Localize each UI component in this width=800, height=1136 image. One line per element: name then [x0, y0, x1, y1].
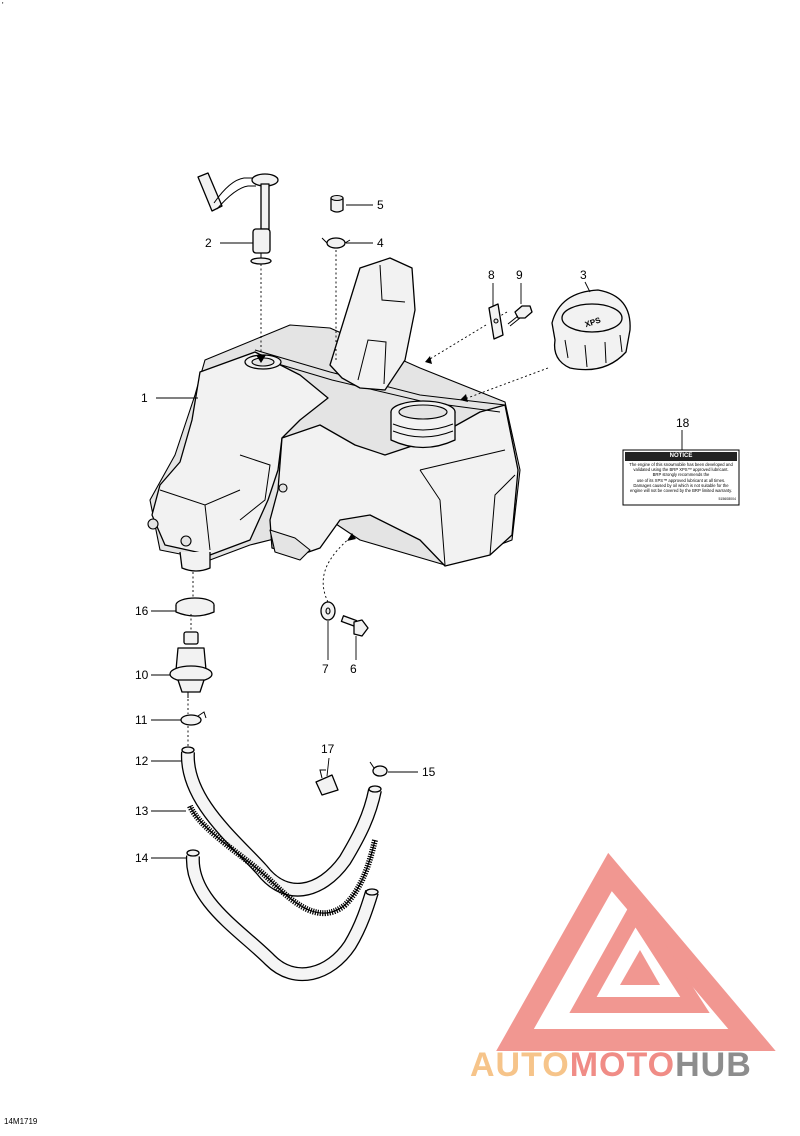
notice-line: BRP strongly recommends the	[652, 472, 710, 478]
hose-clip-17	[315, 769, 339, 796]
washer	[320, 601, 336, 621]
callout-17: 17	[321, 742, 335, 756]
filler-cap: XPS	[551, 289, 631, 371]
callout-15: 15	[422, 765, 436, 779]
oil-valve	[169, 631, 213, 698]
watermark-auto: AUTO	[470, 1046, 570, 1084]
notice-line: use of its XPS™ approved lubricant at al…	[636, 477, 726, 483]
nut-plate	[488, 303, 504, 340]
watermark-text: AUTOMOTOHUB	[470, 1046, 752, 1085]
hose-clamp-11	[180, 711, 207, 726]
watermark-hub: HUB	[675, 1046, 752, 1084]
hose-clamp-15	[369, 761, 388, 777]
oil-hose-12	[180, 746, 382, 897]
watermark-logo-mark	[496, 852, 776, 1051]
notice-line: Damages caused by oil which is not suita…	[633, 482, 729, 488]
callout-7: 7	[322, 662, 329, 676]
spring-guard-13	[187, 804, 378, 917]
callout-8: 8	[488, 268, 495, 282]
callout-18: 18	[676, 416, 690, 430]
watermark-moto: MOTO	[569, 1046, 676, 1084]
callout-1: 1	[141, 391, 148, 405]
callout-13: 13	[135, 804, 149, 818]
callout-9: 9	[516, 268, 523, 282]
notice-line: The engine of this snowmobile has been d…	[629, 462, 733, 467]
callout-5: 5	[377, 198, 384, 212]
callout-16: 16	[135, 604, 149, 618]
notice-line: validated using the BRP XPS™ approved lu…	[633, 467, 729, 473]
assembly-lines	[187, 250, 549, 746]
notice-text: The engine of this snowmobile has been d…	[625, 462, 737, 493]
callout-3: 3	[580, 268, 587, 282]
screw-9	[507, 305, 533, 327]
hose-clamp-16	[175, 597, 215, 617]
callout-6: 6	[350, 662, 357, 676]
leader-lines	[151, 204, 683, 859]
level-sensor	[197, 172, 279, 265]
callout-12: 12	[135, 754, 149, 768]
vent-cap	[330, 194, 344, 213]
notice-code: 515608004	[718, 497, 736, 501]
bolt-6	[340, 615, 369, 637]
notice-title: NOTICE	[625, 452, 737, 461]
figure-id: 14M1719	[4, 1117, 38, 1126]
callout-2: 2	[205, 236, 212, 250]
oil-hose-14	[185, 849, 379, 982]
callout-10: 10	[135, 668, 149, 682]
callout-11: 11	[135, 713, 148, 727]
callout-4: 4	[377, 236, 384, 250]
callout-14: 14	[135, 851, 149, 865]
small-clamp	[321, 237, 351, 249]
notice-line: engine will not be covered by the BRP li…	[629, 488, 733, 494]
corner-mark: '	[2, 1, 4, 10]
oil-tank	[147, 257, 521, 572]
